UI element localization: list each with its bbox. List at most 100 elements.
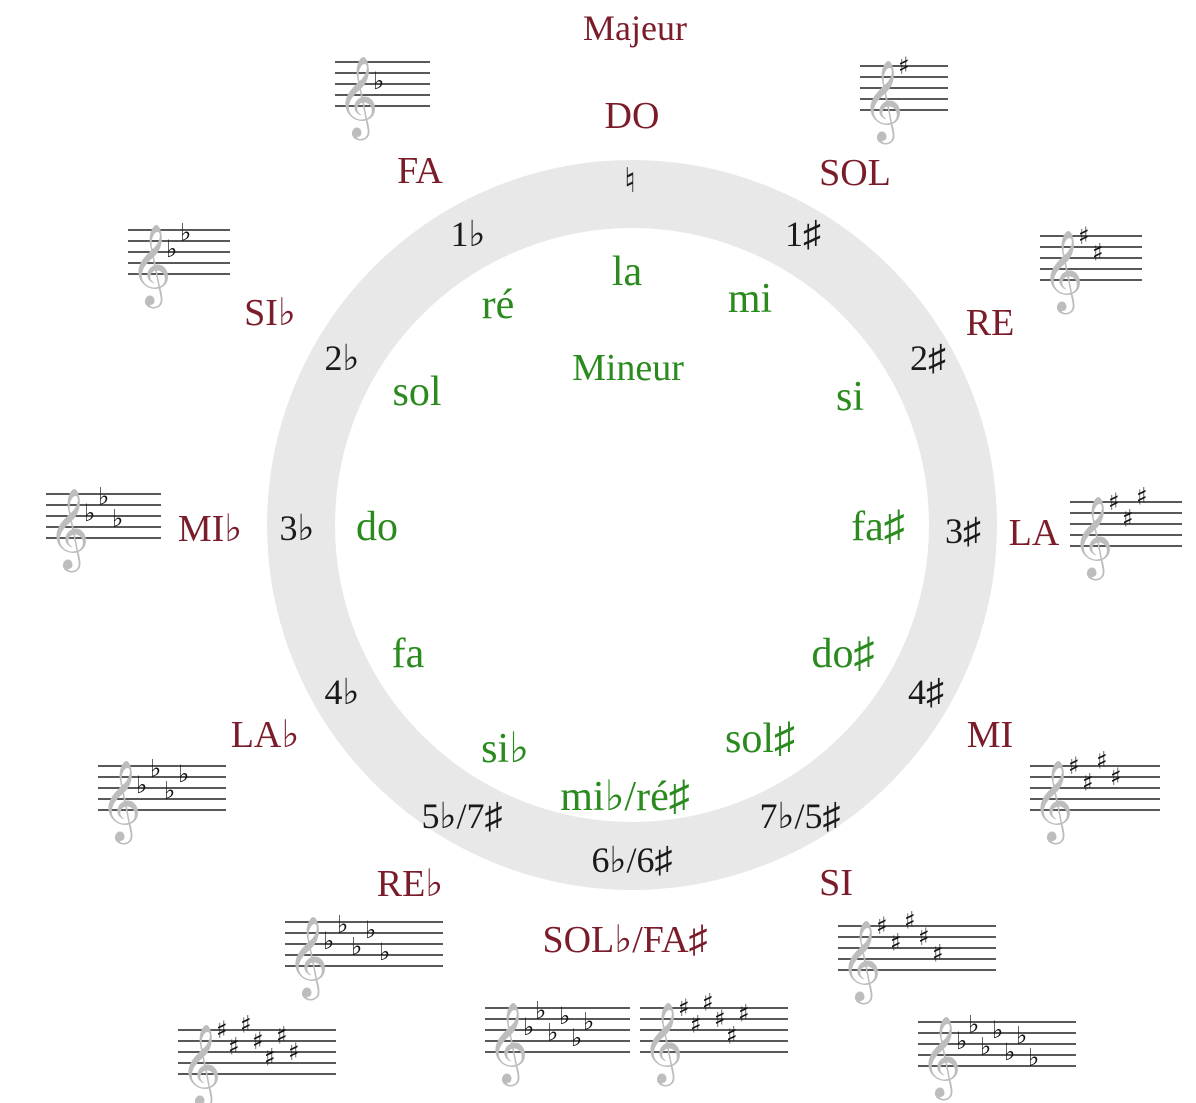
minor-key-sols: sol♯ (725, 716, 795, 762)
staff-sharps-1: 𝄞♯ (860, 52, 948, 144)
treble-clef-icon: 𝄞 (487, 1001, 528, 1086)
signature-si: 7♭/5♯ (760, 796, 841, 836)
minor-key-la: la (612, 249, 643, 295)
sharp-icon: ♯ (276, 1022, 288, 1050)
flat-icon: ♭ (1028, 1044, 1039, 1072)
minor-key-fas: fa♯ (851, 504, 905, 550)
flat-icon: ♭ (373, 67, 384, 95)
sharp-icon: ♯ (1122, 505, 1134, 533)
major-key-sol: SOL (819, 152, 891, 194)
signature-reb: 5♭/7♯ (422, 796, 503, 836)
minor-title: Mineur (572, 347, 684, 389)
sharp-icon: ♯ (726, 1022, 738, 1050)
flat-icon: ♭ (112, 505, 123, 533)
sharp-icon: ♯ (1108, 488, 1120, 516)
staff-sharps-7: 𝄞♯♯♯♯♯♯♯ (178, 1011, 336, 1103)
sharp-icon: ♯ (932, 940, 944, 968)
treble-clef-icon: 𝄞 (840, 919, 881, 1004)
flat-icon: ♭ (547, 1019, 558, 1047)
minor-key-do: do (356, 504, 398, 550)
signature-sol: 1♯ (785, 214, 821, 254)
treble-clef-icon: 𝄞 (130, 223, 171, 308)
minor-key-mi: mi (728, 276, 772, 322)
key-signature-staves: 𝄞♭𝄞♯𝄞♭♭𝄞♯♯𝄞♭♭♭𝄞♯♯♯𝄞♭♭♭♭𝄞♯♯♯♯𝄞♭♭♭♭♭𝄞♯♯♯♯♯… (46, 52, 1182, 1103)
staff-sharps-3: 𝄞♯♯♯ (1070, 483, 1182, 580)
signature-solb-fas: 6♭/6♯ (592, 840, 673, 880)
flat-icon: ♭ (523, 1013, 534, 1041)
sharp-icon: ♯ (918, 923, 930, 951)
sharp-icon: ♯ (738, 1000, 750, 1028)
natural-icon: ♮ (624, 163, 636, 200)
flat-icon: ♭ (323, 927, 334, 955)
minor-key-dos: do♯ (812, 631, 875, 677)
flat-icon: ♭ (968, 1011, 979, 1039)
treble-clef-icon: 𝄞 (1072, 495, 1113, 580)
flat-icon: ♭ (164, 777, 175, 805)
treble-clef-icon: 𝄞 (100, 759, 141, 844)
flat-icon: ♭ (150, 755, 161, 783)
signature-re: 2♯ (910, 338, 946, 378)
treble-clef-icon: 𝄞 (337, 55, 378, 140)
sharp-icon: ♯ (714, 1005, 726, 1033)
sharp-icon: ♯ (702, 989, 714, 1017)
sharp-icon: ♯ (1136, 483, 1148, 511)
major-key-solb-fas: SOL♭/FA♯ (542, 919, 707, 961)
sharp-icon: ♯ (876, 912, 888, 940)
staff-sharps-5: 𝄞♯♯♯♯♯ (838, 907, 996, 1004)
sharp-icon: ♯ (890, 929, 902, 957)
signature-mi: 4♯ (908, 672, 944, 712)
minor-keys: la mi si fa♯ do♯ sol♯ mi♭/ré♯ si♭ fa do … (356, 249, 905, 820)
flat-icon: ♭ (980, 1033, 991, 1061)
staff-sharps-4: 𝄞♯♯♯♯ (1030, 747, 1160, 844)
major-key-reb: RE♭ (377, 863, 443, 905)
sharp-icon: ♯ (690, 1011, 702, 1039)
major-key-re: RE (966, 302, 1015, 344)
sharp-icon: ♯ (678, 994, 690, 1022)
fifths-ring (267, 160, 997, 890)
staff-flats-4: 𝄞♭♭♭♭ (98, 755, 226, 844)
major-key-mi: MI (967, 714, 1013, 756)
signature-fa: 1♭ (451, 214, 486, 254)
treble-clef-icon: 𝄞 (862, 59, 903, 144)
minor-key-fa: fa (392, 631, 425, 677)
minor-key-si: si (836, 374, 864, 420)
flat-icon: ♭ (583, 1008, 594, 1036)
sharp-icon: ♯ (1082, 769, 1094, 797)
sharp-icon: ♯ (252, 1027, 264, 1055)
staff-flats-3: 𝄞♭♭♭ (46, 483, 161, 572)
major-key-si: SI (819, 862, 853, 904)
flat-icon: ♭ (571, 1024, 582, 1052)
flat-icon: ♭ (136, 771, 147, 799)
flat-icon: ♭ (365, 916, 376, 944)
signature-lab: 4♭ (325, 672, 360, 712)
flat-icon: ♭ (166, 235, 177, 263)
sharp-icon: ♯ (240, 1011, 252, 1039)
sharp-icon: ♯ (228, 1033, 240, 1061)
flat-icon: ♭ (1016, 1022, 1027, 1050)
major-key-sib: SI♭ (244, 292, 296, 334)
sharp-icon: ♯ (216, 1016, 228, 1044)
sharp-icon: ♯ (1096, 747, 1108, 775)
major-title: Majeur (583, 8, 687, 48)
flat-icon: ♭ (535, 997, 546, 1025)
staff-flats-2: 𝄞♭♭ (128, 219, 230, 308)
minor-key-sol: sol (392, 369, 441, 415)
signature-la: 3♯ (945, 511, 981, 551)
flat-icon: ♭ (84, 499, 95, 527)
sharp-icon: ♯ (1068, 752, 1080, 780)
flat-icon: ♭ (992, 1016, 1003, 1044)
treble-clef-icon: 𝄞 (920, 1015, 961, 1100)
treble-clef-icon: 𝄞 (642, 1001, 683, 1086)
minor-key-mib-res: mi♭/ré♯ (560, 774, 689, 820)
flat-icon: ♭ (1004, 1038, 1015, 1066)
staff-flats-1: 𝄞♭ (335, 55, 430, 140)
sharp-icon: ♯ (1110, 763, 1122, 791)
staff-sharps-6: 𝄞♯♯♯♯♯♯ (640, 989, 788, 1086)
staff-flats-7: 𝄞♭♭♭♭♭♭♭ (918, 1011, 1076, 1100)
flat-icon: ♭ (351, 933, 362, 961)
signature-sib: 2♭ (325, 338, 360, 378)
staff-sharps-2: 𝄞♯♯ (1040, 222, 1142, 314)
treble-clef-icon: 𝄞 (287, 915, 328, 1000)
flat-icon: ♭ (180, 219, 191, 247)
